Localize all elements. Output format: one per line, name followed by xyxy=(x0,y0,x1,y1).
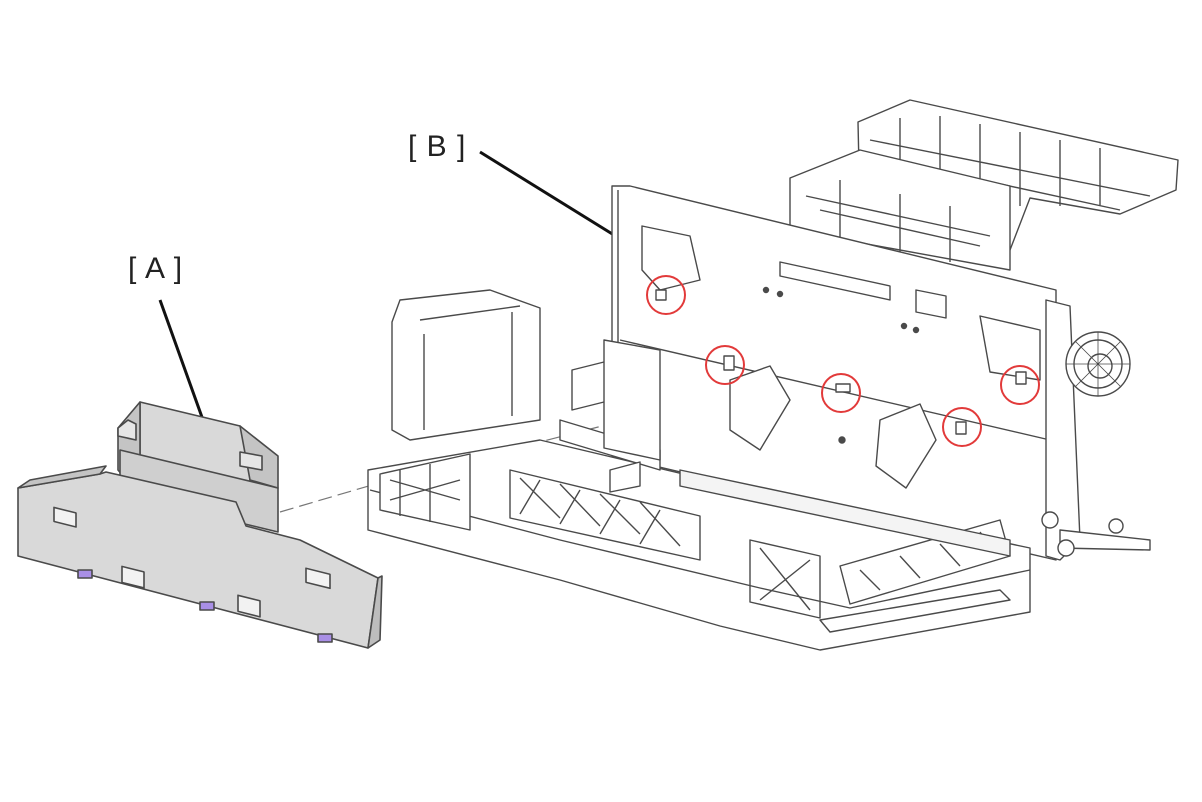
callout-label-a: [ A ] xyxy=(128,252,184,285)
highlight-circle xyxy=(942,407,982,447)
highlight-markers xyxy=(646,275,1040,447)
part-a-clip xyxy=(317,633,333,643)
leader-line-a xyxy=(158,299,205,421)
highlight-circle xyxy=(1000,365,1040,405)
part-b-frame xyxy=(367,99,1179,651)
part-a-slot xyxy=(53,506,77,528)
highlight-circle xyxy=(705,345,745,385)
highlight-circle xyxy=(646,275,686,315)
part-a-slot xyxy=(237,594,261,618)
part-a-clip xyxy=(199,601,215,611)
highlight-circle xyxy=(821,373,861,413)
part-a-cover xyxy=(17,401,383,649)
part-a-slot xyxy=(121,565,145,589)
part-a-slot xyxy=(305,567,331,590)
leader-line-b xyxy=(479,150,623,242)
part-a-clip xyxy=(77,569,93,579)
callout-label-b: [ B ] xyxy=(408,130,467,163)
